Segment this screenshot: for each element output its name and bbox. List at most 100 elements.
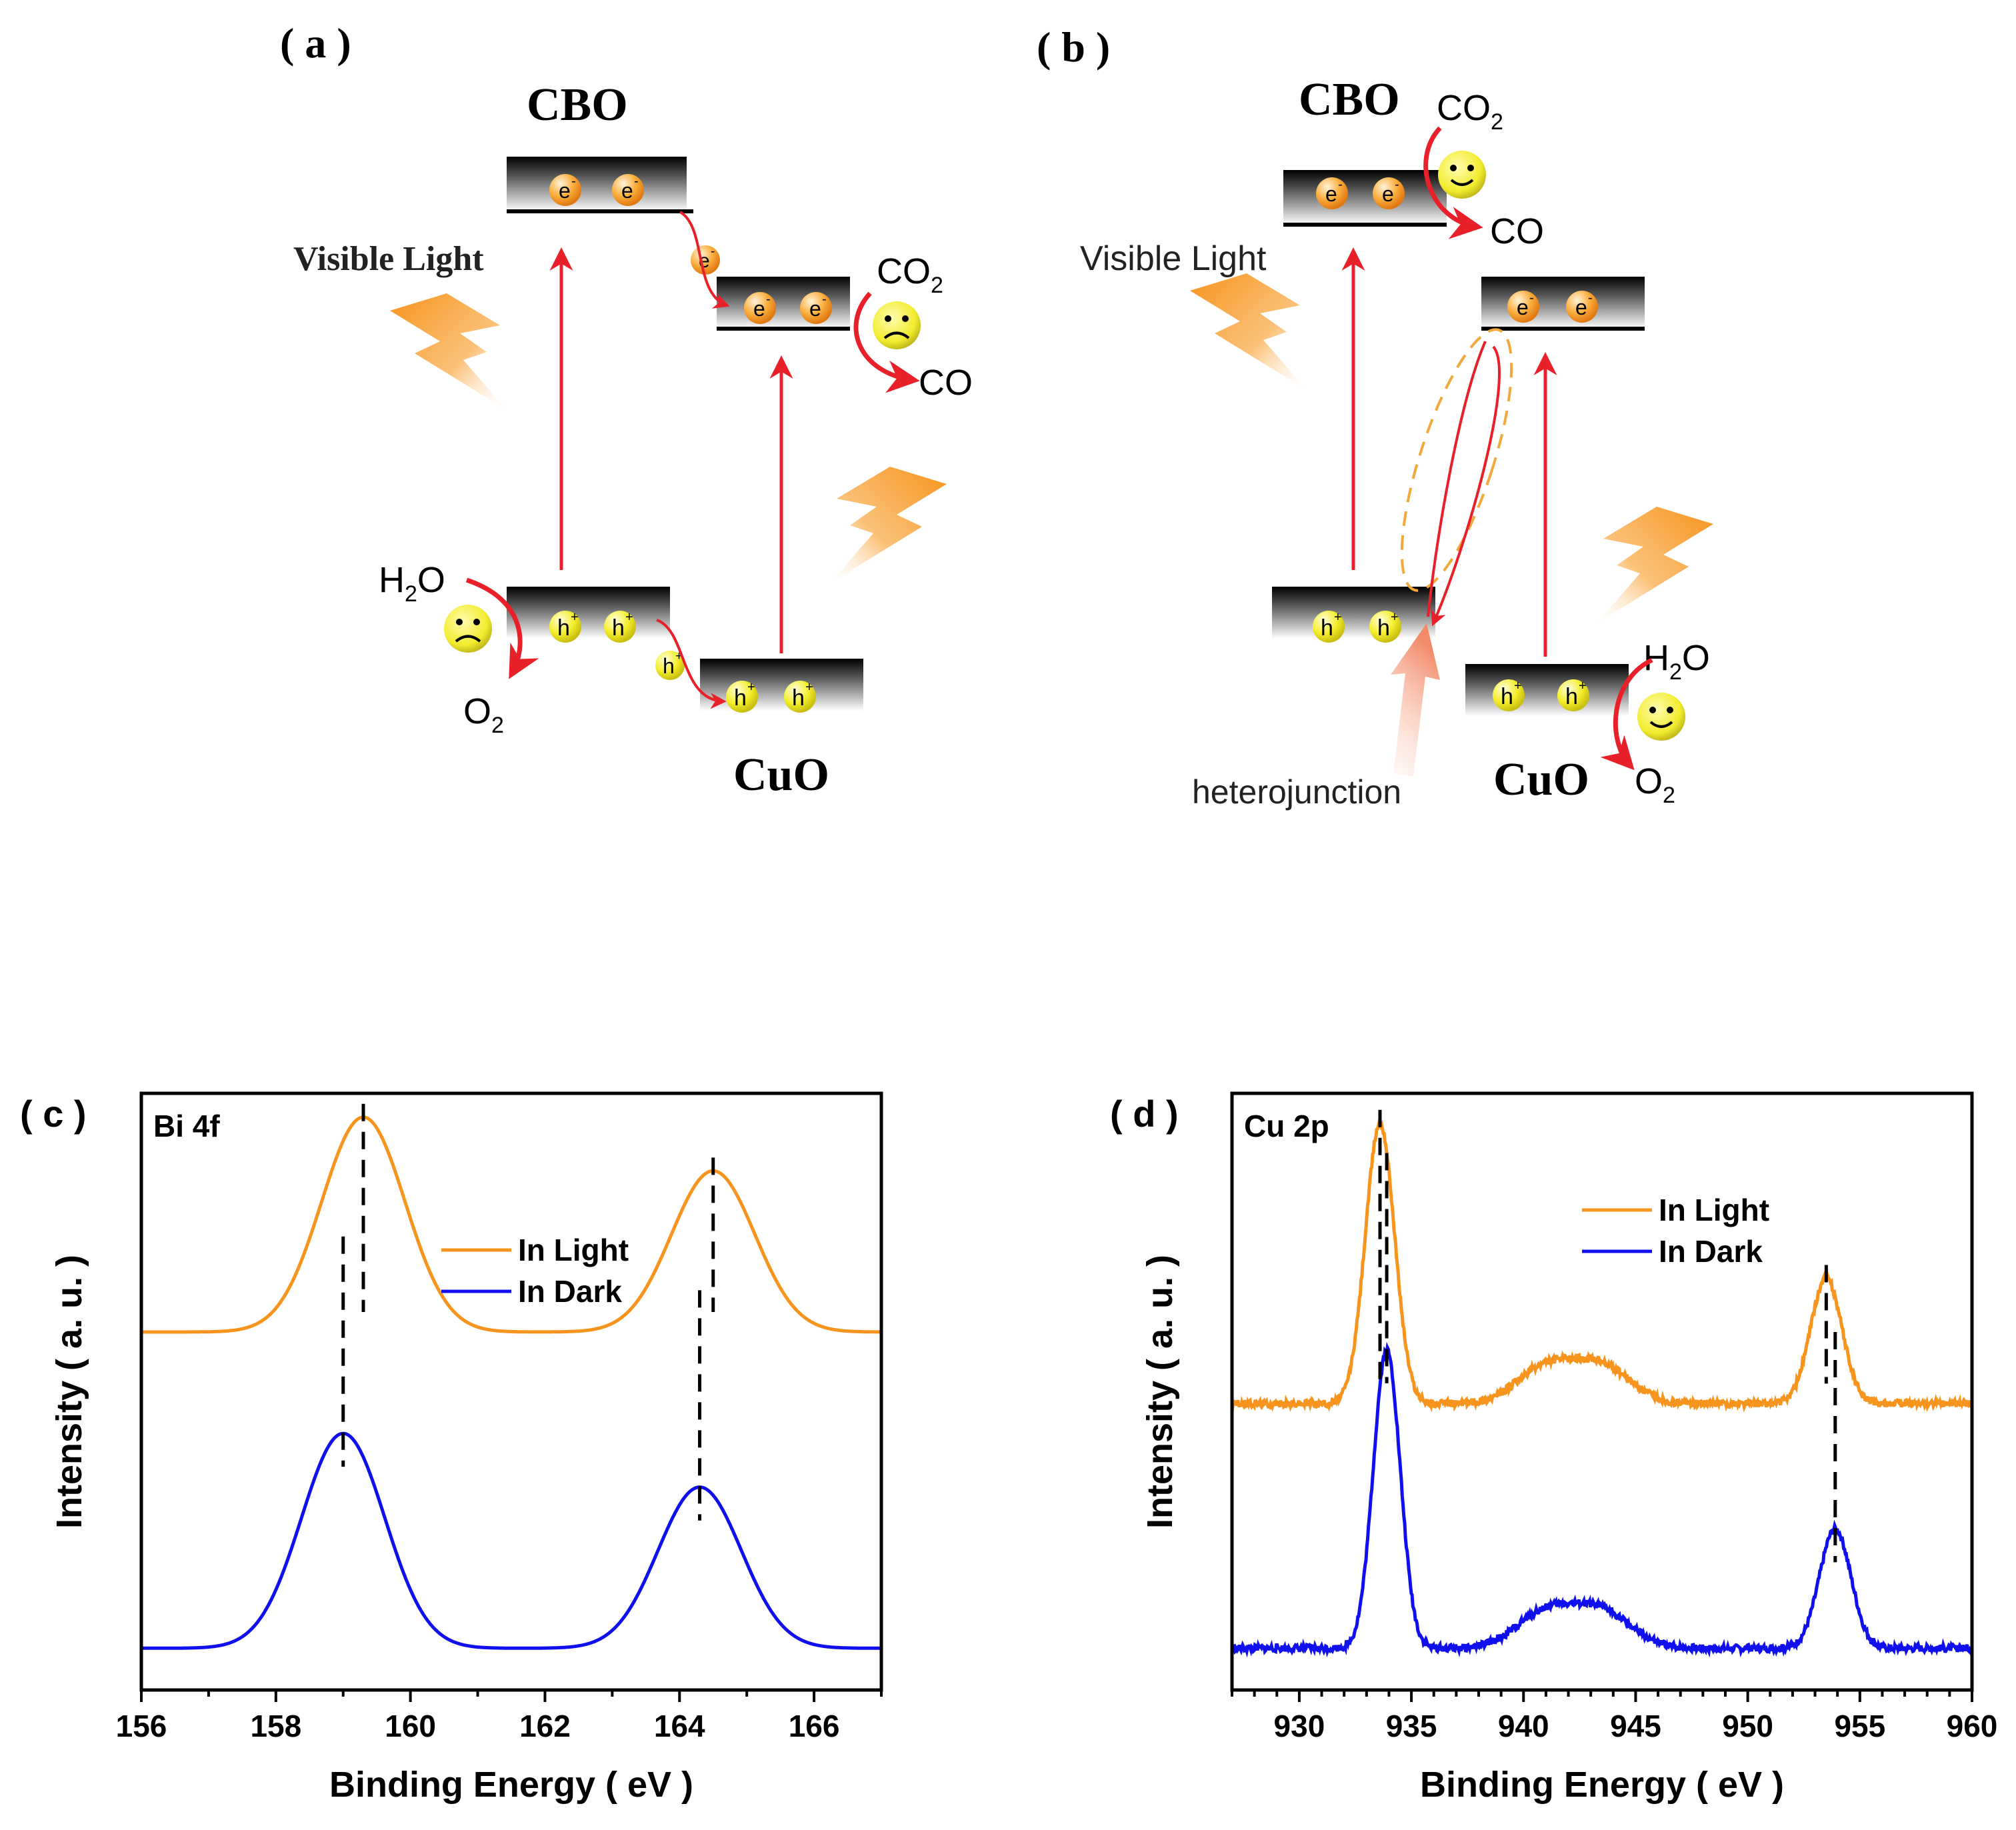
svg-text:-: - (711, 245, 715, 259)
inset-label: Cu 2p (1244, 1109, 1329, 1143)
series-line-in-light (141, 1115, 881, 1334)
panel-b-hole: h+ (1369, 610, 1401, 643)
panel-a-hole: h+ (784, 680, 816, 713)
svg-text:+: + (625, 610, 633, 625)
panel-a-hole: h+ (726, 680, 758, 713)
panel-label: ( c ) (20, 1093, 87, 1135)
series-line-in-dark (141, 1431, 881, 1650)
panel-b-co2-label: CO2 (1437, 88, 1503, 135)
x-tick-label: 935 (1386, 1709, 1437, 1743)
panel-b-heterojunction-pointer-arrow (1391, 623, 1440, 777)
svg-text:e: e (1517, 295, 1529, 319)
panel-a-hole: h+ (655, 649, 685, 680)
panel-label: ( d ) (1110, 1093, 1179, 1135)
panel-b-electron: e- (1373, 177, 1405, 209)
panel-a-visible-light: Visible Light (293, 240, 484, 278)
legend-entry: In Dark (518, 1274, 622, 1309)
svg-text:e: e (753, 297, 765, 321)
panel-b-heterojunction-ellipse (1400, 328, 1513, 592)
x-axis-label: Binding Energy ( eV ) (329, 1765, 693, 1805)
legend-entry: In Light (518, 1233, 629, 1267)
panel-b-hole: h+ (1493, 679, 1525, 711)
y-axis-label: Intensity ( a. u. ) (49, 1255, 89, 1529)
panel-b-co2-reduction-arrow (1423, 126, 1483, 239)
svg-text:e: e (1325, 182, 1337, 206)
panel-b-heterojunction-label: heterojunction (1192, 773, 1401, 811)
x-tick-label: 955 (1834, 1709, 1885, 1743)
panel-b-co-label: CO (1490, 211, 1544, 251)
lightning-bolt-icon (830, 467, 947, 583)
panel-a-o2-label: O2 (463, 691, 504, 738)
svg-text:+: + (1579, 679, 1587, 693)
svg-text:+: + (571, 610, 579, 625)
panel-a-hole: h+ (549, 610, 581, 643)
svg-text:e: e (559, 179, 571, 203)
svg-text:h: h (1501, 684, 1513, 709)
panel-a-electron: e- (612, 174, 644, 206)
panel-a-hole: h+ (604, 610, 636, 643)
panel-a-h2o-label: H2O (379, 560, 445, 607)
x-tick-label: 164 (654, 1709, 705, 1743)
sad-face-icon (444, 605, 492, 653)
panel-a-co-label: CO (919, 363, 973, 403)
svg-text:h: h (1565, 684, 1578, 709)
panel-b-o2-label: O2 (1635, 761, 1675, 808)
svg-text:h: h (792, 685, 805, 711)
legend-entry: In Dark (1659, 1234, 1763, 1269)
x-tick-label: 162 (519, 1709, 571, 1743)
panel-b-hole: h+ (1313, 610, 1345, 643)
panel-b-cuo-valence-band (1465, 664, 1629, 716)
happy-face-icon (1438, 151, 1486, 199)
x-tick-label: 950 (1722, 1709, 1773, 1743)
svg-text:+: + (1334, 610, 1342, 625)
svg-text:e: e (809, 297, 821, 321)
panel-a-electron: e- (744, 292, 776, 324)
svg-text:h: h (557, 615, 570, 641)
panel-a-cuo-title: CuO (733, 749, 829, 801)
panel-a-electron: e- (800, 292, 832, 324)
x-tick-label: 930 (1274, 1709, 1325, 1743)
lightning-bolt-icon (390, 293, 507, 410)
svg-text:+: + (747, 680, 755, 695)
panel-b-recombination-arrow (1431, 345, 1501, 627)
legend-entry: In Light (1659, 1193, 1769, 1227)
panel-b-water-oxidation-arrow (1600, 657, 1653, 771)
panel-b-recombination-path (1427, 341, 1487, 617)
x-axis-label: Binding Energy ( eV ) (1420, 1765, 1784, 1805)
panel-a-band-diagram: ( a ) CBO CuO Visible Light e- e- e- e- … (280, 19, 973, 801)
panel-a-label: ( a ) (280, 19, 351, 67)
svg-text:+: + (675, 649, 683, 663)
svg-text:h: h (663, 654, 675, 678)
y-axis-label: Intensity ( a. u. ) (1140, 1255, 1180, 1529)
panel-b-electron: e- (1507, 291, 1539, 323)
panel-b-electron: e- (1316, 177, 1348, 209)
svg-text:h: h (612, 615, 625, 641)
svg-text:-: - (766, 292, 771, 307)
happy-face-icon (1637, 693, 1685, 741)
panel-a-electron: e- (691, 245, 720, 275)
x-tick-label: 156 (116, 1709, 167, 1743)
series-line-in-light (1230, 1118, 1974, 1413)
panel-a-co2-label: CO2 (877, 251, 943, 298)
panel-a-cbo-conduction-band (507, 157, 687, 211)
svg-text:+: + (1391, 610, 1399, 625)
panel-a-co2-reduction-arrow (853, 291, 920, 393)
x-tick-label: 940 (1498, 1709, 1549, 1743)
svg-text:h: h (734, 685, 747, 711)
svg-text:-: - (1529, 291, 1534, 305)
panel-a-electron: e- (549, 174, 581, 206)
plot-frame (1230, 1091, 1974, 1692)
panel-b-cuo-title: CuO (1493, 754, 1589, 805)
svg-text:e: e (1382, 182, 1394, 206)
svg-text:-: - (634, 174, 639, 189)
panel-b-h2o-label: H2O (1643, 638, 1710, 685)
lightning-bolt-icon (1190, 273, 1307, 390)
series-line-in-dark (1230, 1341, 1974, 1658)
plot-frame (139, 1091, 883, 1692)
x-tick-label: 160 (385, 1709, 436, 1743)
svg-text:+: + (805, 680, 813, 695)
sad-face-icon (873, 301, 921, 349)
